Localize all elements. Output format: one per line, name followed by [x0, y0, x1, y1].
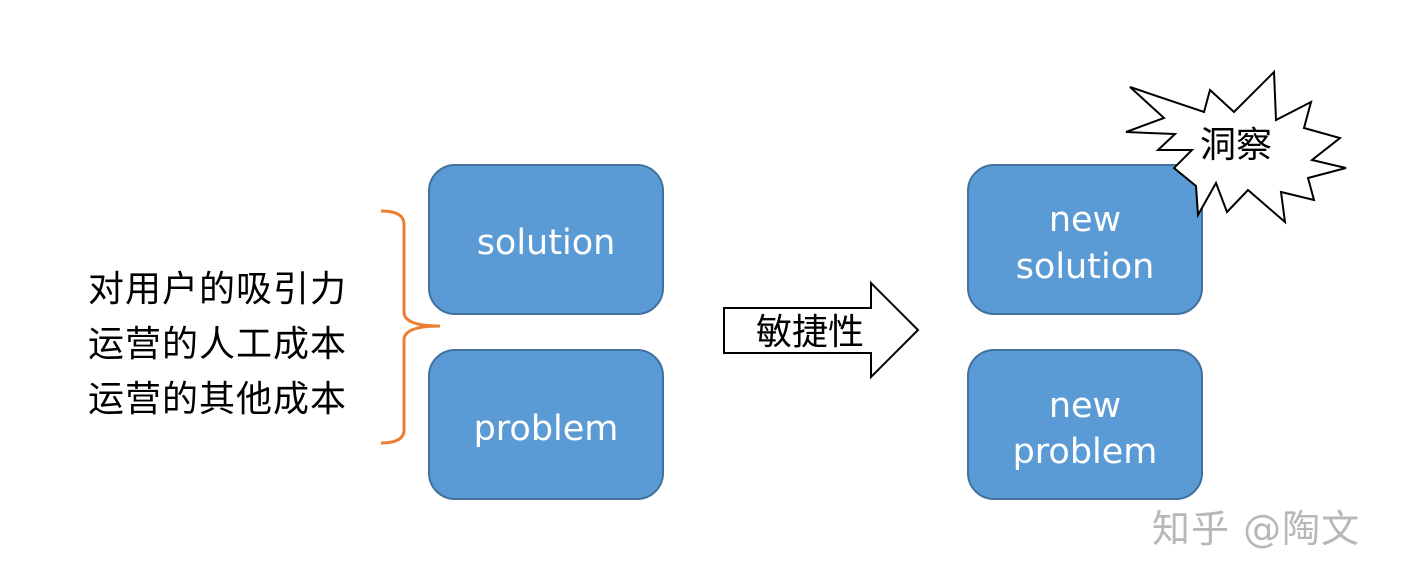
agility-arrow: 敏捷性	[723, 280, 920, 380]
problem-box: problem	[428, 349, 664, 500]
new-solution-label-line1: new	[1049, 200, 1121, 240]
new-problem-label-line2: problem	[1013, 432, 1158, 472]
grouping-brace	[380, 209, 441, 445]
solution-box-label: solution	[477, 223, 616, 263]
arrow-label: 敏捷性	[756, 312, 864, 353]
new-problem-label-line1: new	[1049, 386, 1121, 426]
new-solution-label-line2: solution	[1016, 247, 1155, 287]
factor-item: 对用户的吸引力	[88, 269, 348, 310]
factor-list: 对用户的吸引力 运营的人工成本 运营的其他成本	[88, 262, 378, 427]
burst-label: 洞察	[1200, 125, 1272, 166]
new-problem-box: new problem	[967, 349, 1203, 500]
factor-item: 运营的其他成本	[88, 379, 348, 420]
problem-box-label: problem	[474, 409, 619, 449]
watermark: 知乎 @陶文	[1152, 507, 1361, 551]
factor-item: 运营的人工成本	[88, 324, 348, 365]
solution-box: solution	[428, 164, 664, 315]
insight-burst: 洞察	[1125, 69, 1347, 225]
new-solution-box: new solution	[967, 164, 1203, 315]
